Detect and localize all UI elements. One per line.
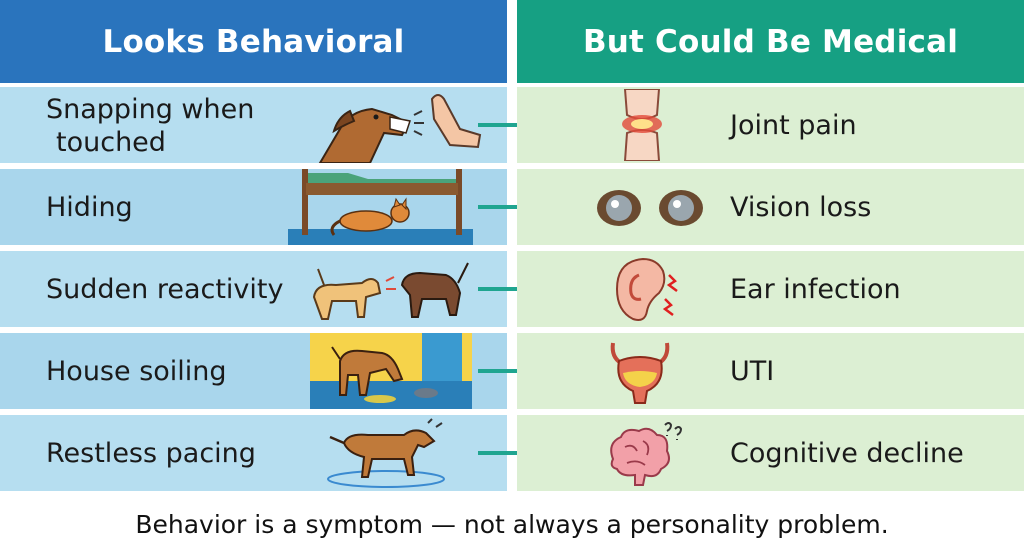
two-dogs-barking-icon: [312, 262, 469, 320]
bladder-icon: [610, 342, 670, 404]
medical-label: UTI: [730, 355, 775, 387]
behavior-label-line1: Snapping when: [46, 94, 255, 125]
medical-label: Joint pain: [730, 109, 857, 141]
behavior-label: Hiding: [46, 192, 133, 223]
header-looks-behavioral: Looks Behavioral: [0, 0, 507, 83]
inflamed-ear-icon: [615, 257, 678, 321]
dog-soiling-floor-icon: [310, 333, 472, 409]
behavior-label-line2: touched: [56, 127, 166, 158]
behavior-row-1: Snapping when touched: [0, 87, 586, 163]
medical-row-4: UTI: [517, 333, 1024, 409]
medical-row-2: Vision loss: [517, 169, 1024, 245]
behavior-label: Sudden reactivity: [46, 274, 284, 305]
medical-row-5: Cognitive decline: [517, 415, 1024, 491]
footer-tagline: Behavior is a symptom — not always a per…: [135, 510, 889, 539]
medical-label: Cognitive decline: [730, 437, 964, 469]
behavior-row-3: Sudden reactivity: [0, 251, 586, 327]
behavior-row-5: Restless pacing: [0, 415, 586, 491]
behavior-row-2: Hiding: [0, 169, 586, 245]
header-could-be-medical: But Could Be Medical: [517, 0, 1024, 83]
right-column-title: But Could Be Medical: [582, 23, 959, 60]
medical-row-1: Joint pain: [517, 87, 1024, 163]
pacing-dog-icon: [327, 418, 445, 488]
behavior-label: House soiling: [46, 356, 227, 387]
left-column-title: Looks Behavioral: [102, 23, 405, 60]
confused-brain-icon: [610, 422, 683, 486]
behavior-row-4: House soiling: [0, 333, 586, 409]
medical-label: Ear infection: [730, 273, 901, 305]
column-divider: [507, 0, 517, 490]
medical-row-3: Ear infection: [517, 251, 1024, 327]
behavior-label: Snapping when touched: [46, 93, 254, 159]
medical-label: Vision loss: [730, 191, 872, 223]
behavior-label: Restless pacing: [46, 438, 256, 469]
cloudy-eyes-icon: [597, 190, 703, 226]
cat-under-bed-icon: [288, 169, 473, 245]
knee-joint-icon: [622, 89, 662, 161]
snapping-dog-hand-icon: [318, 94, 482, 163]
